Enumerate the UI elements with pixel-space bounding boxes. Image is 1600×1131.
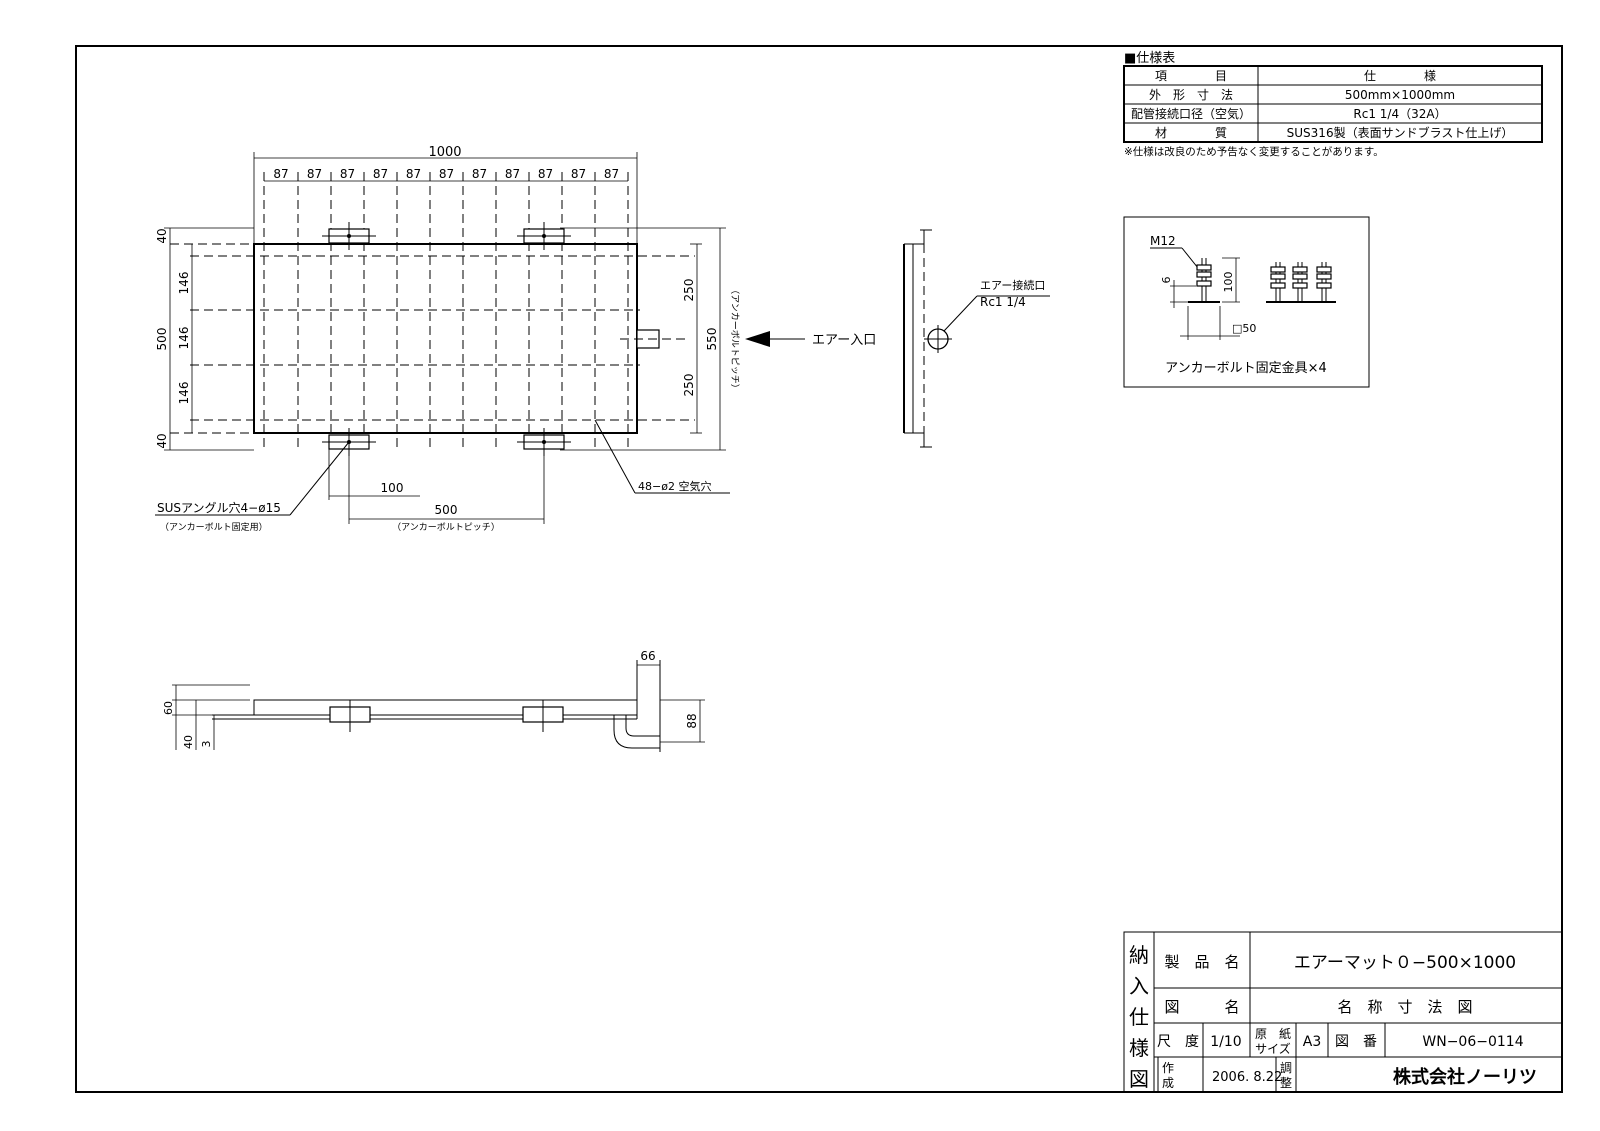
dim-100: 100 [381,481,404,495]
anchor-bolt-detail: M12 6 100 □50 [1123,216,1370,388]
scale-value: 1/10 [1210,1034,1241,1050]
dim-550-note: （アンカーボルトピッチ） [729,285,740,393]
product-label: 製 品 名 [1164,953,1239,971]
angle-hole-note: （アンカーボルト固定用） [160,521,268,533]
dim-550: 550 [705,328,719,351]
adjust-label: 調 [1280,1061,1292,1075]
anchor-bolt [1188,258,1220,303]
number-value: WN−06−0114 [1422,1034,1523,1050]
spec-note: ※仕様は改良のため予告なく変更することがあります。 [1124,145,1384,158]
dim-6: 6 [1160,277,1173,284]
scale-label: 尺 度 [1157,1034,1199,1050]
spec-row-item: 配管接続口径（空気） [1131,106,1251,121]
spec-row-item: 外 形 寸 法 [1149,88,1233,102]
spec-col-item: 項 目 [1155,69,1227,83]
adjust-label: 整 [1280,1075,1292,1090]
dim-60: 60 [162,701,175,715]
spec-table: ■仕様表 項 目 仕 様 外 形 寸 法 500mm×1000mm 配管接続口径… [1123,51,1543,158]
air-inlet-arrow [745,331,770,347]
mat-plate [253,243,638,434]
anchor-bolt [1288,262,1312,303]
paper-label: 原 紙 [1255,1026,1291,1041]
dim-3: 3 [200,741,213,748]
air-connection-label: エアー接続口 [980,278,1045,292]
dim-87: 87 [604,167,619,181]
dim-87: 87 [571,167,586,181]
made-label: 作 [1162,1061,1174,1075]
angle-bracket [517,222,571,250]
air-hole-grid [263,172,629,450]
spec-row-item: 材 質 [1155,125,1227,140]
front-elevation: 66 88 60 40 3 [162,649,705,752]
dim-87: 87 [472,167,487,181]
dim-40-elev: 40 [182,735,195,749]
dim-87: 87 [406,167,421,181]
drawing-label: 図 名 [1164,998,1239,1016]
pitch-dimensions: 87 87 87 87 87 87 87 87 87 87 87 [264,167,628,182]
spec-col-spec: 仕 様 [1364,69,1436,83]
bolt-size-label: M12 [1150,234,1176,248]
dim-87: 87 [307,167,322,181]
dim-87: 87 [538,167,553,181]
dim-40-top: 40 [155,228,169,243]
plan-view: 1000 87 87 87 87 87 87 87 87 87 87 87 [155,145,876,533]
spec-row-value: Rc1 1/4（32A） [1353,107,1446,121]
spec-row-value: 500mm×1000mm [1345,88,1455,102]
dim-88: 88 [685,713,699,728]
date-value: 2006. 8.22 [1212,1070,1282,1085]
dim-500-pitch-note: （アンカーボルトピッチ） [392,522,500,533]
dim-50-square: □50 [1232,322,1256,335]
dim-250-bottom: 250 [682,374,696,397]
air-holes-label: 48−ø2 空気穴 [638,479,711,493]
dim-146: 146 [177,327,191,350]
paper-value: A3 [1303,1034,1321,1050]
side-label-char: 納 [1129,943,1149,967]
title-block: 納 入 仕 様 図 製 品 名 エアーマット０−500×1000 図 名 名 称… [1123,931,1563,1093]
dim-40-bottom: 40 [155,433,169,448]
dim-87: 87 [505,167,520,181]
drawing-border [75,45,1563,1093]
dim-87: 87 [273,167,288,181]
dim-146: 146 [177,272,191,295]
dim-500: 500 [155,328,169,351]
side-label-char: 様 [1129,1036,1149,1060]
air-inlet-label: エアー入口 [812,333,876,348]
spec-header: ■仕様表 [1124,51,1175,66]
dim-100-bolt: 100 [1222,272,1235,293]
dim-146: 146 [177,382,191,405]
anchor-bolt [1266,262,1290,303]
spec-row-value: SUS316製（表面サンドブラスト仕上げ） [1287,125,1514,140]
anchor-bolt [1312,262,1336,303]
paper-label: サイズ [1255,1041,1291,1056]
drawing-value: 名 称 寸 法 図 [1337,998,1472,1016]
angle-hole-label: SUSアングル穴4−ø15 [157,500,281,515]
dim-500-pitch: 500 [435,503,458,517]
dim-1000: 1000 [428,145,461,160]
side-label-char: 仕 [1129,1005,1149,1029]
anchor-caption: アンカーボルト固定金具×4 [1165,360,1327,376]
dim-87: 87 [439,167,454,181]
dim-87: 87 [340,167,355,181]
made-label: 成 [1162,1076,1174,1090]
elbow-pipe [613,715,660,749]
dim-87: 87 [373,167,388,181]
company-name: 株式会社ノーリツ [1393,1066,1537,1088]
product-value: エアーマット０−500×1000 [1294,953,1516,973]
number-label: 図 番 [1335,1034,1377,1050]
side-label-char: 入 [1129,974,1149,998]
dim-66: 66 [640,649,655,663]
dim-250-top: 250 [682,279,696,302]
air-connection-size: Rc1 1/4 [980,295,1026,309]
angle-bracket [322,222,376,250]
side-view: エアー接続口 Rc1 1/4 [903,229,1050,448]
side-label-char: 図 [1129,1067,1149,1091]
